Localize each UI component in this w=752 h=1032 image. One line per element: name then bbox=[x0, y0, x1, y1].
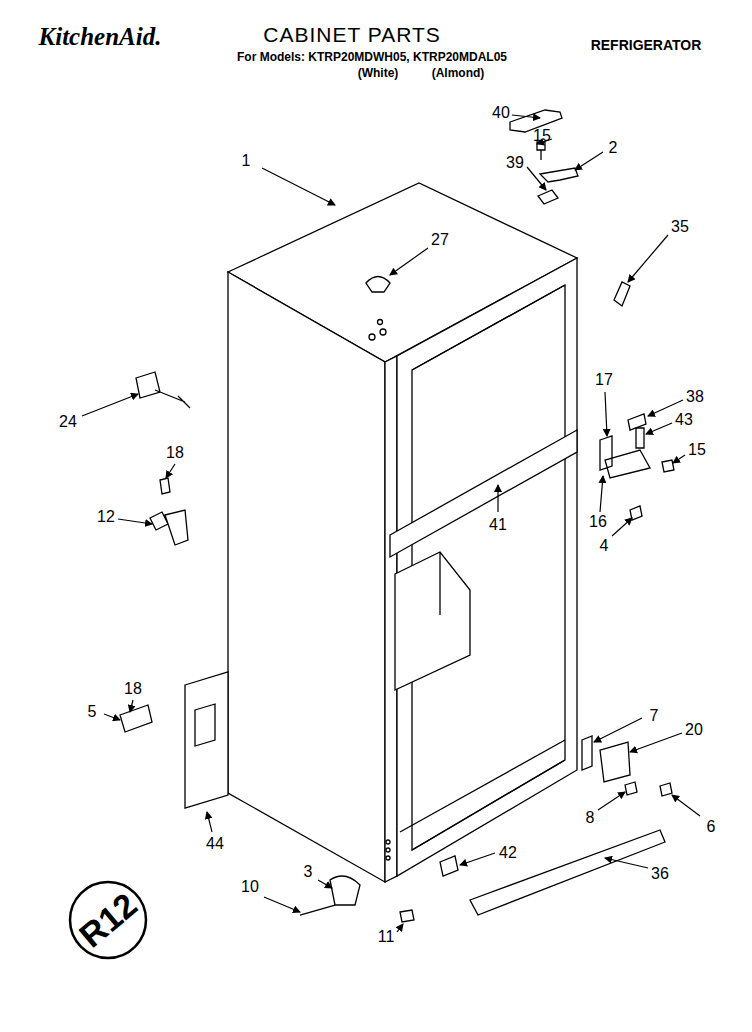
callout-number: 15 bbox=[688, 442, 706, 458]
callout-number: 2 bbox=[609, 140, 618, 156]
callout-number: 42 bbox=[499, 845, 517, 861]
callout-number: 5 bbox=[88, 704, 97, 720]
callout-number: 11 bbox=[378, 929, 395, 945]
callout-number: 38 bbox=[686, 389, 704, 405]
callout-number: 36 bbox=[651, 866, 669, 882]
callout-number: 44 bbox=[206, 836, 224, 852]
brand-logo: KitchenAid. bbox=[39, 24, 162, 49]
cabinet bbox=[228, 183, 577, 882]
callout-number: 3 bbox=[304, 864, 313, 880]
callout-number: 12 bbox=[97, 509, 115, 525]
callout-number: 17 bbox=[595, 372, 613, 388]
callout-number: 4 bbox=[600, 538, 609, 554]
callout-number: 16 bbox=[589, 514, 607, 530]
leader-lines bbox=[82, 115, 700, 932]
callout-number: 41 bbox=[489, 517, 507, 533]
callout-number: 15 bbox=[533, 128, 551, 144]
color-note: (White) bbox=[358, 67, 399, 79]
callout-number: 6 bbox=[707, 819, 716, 835]
callout-number: 8 bbox=[586, 810, 595, 826]
r12-stamp bbox=[70, 882, 146, 958]
callout-number: 35 bbox=[671, 219, 689, 235]
callout-number: 40 bbox=[492, 105, 510, 121]
callout-number: 39 bbox=[506, 155, 524, 171]
callout-number: 7 bbox=[650, 708, 659, 724]
callout-number: 1 bbox=[242, 153, 251, 169]
model-line: For Models: KTRP20MDWH05, KTRP20MDAL05 bbox=[237, 51, 507, 63]
callout-number: 18 bbox=[166, 445, 184, 461]
title: CABINET PARTS bbox=[263, 24, 441, 45]
callout-number: 43 bbox=[675, 412, 693, 428]
product-type: REFRIGERATOR bbox=[591, 38, 702, 52]
refrigerant-stamp: R12 bbox=[73, 887, 143, 953]
callout-number: 24 bbox=[59, 414, 77, 430]
callout-number: 10 bbox=[241, 879, 259, 895]
callout-number: 27 bbox=[431, 232, 449, 248]
callout-number: 20 bbox=[685, 722, 703, 738]
callout-number: 18 bbox=[124, 681, 142, 697]
color-note: (Almond) bbox=[432, 67, 485, 79]
part-drawings bbox=[120, 110, 674, 922]
